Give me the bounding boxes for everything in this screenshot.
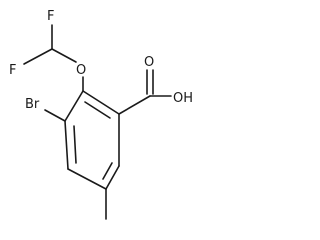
bond-cf2h-to-fluorine-left xyxy=(23,48,53,65)
ring-bond-c2-c3 xyxy=(64,90,84,122)
bond-ring-to-carboxyl xyxy=(118,95,151,115)
ring-double-bond-inner-a xyxy=(84,101,111,119)
chemical-structure-diagram: F F O Br O OH xyxy=(9,9,193,220)
ring-double-bond-inner-b xyxy=(73,125,77,164)
hydroxyl-label: OH xyxy=(173,91,193,106)
ring-bond-c3-c4 xyxy=(64,120,69,170)
carbonyl-oxygen-label: O xyxy=(144,55,154,70)
ring-bond-c5-c6 xyxy=(105,165,120,190)
bond-ether-oxygen-to-cf2h xyxy=(51,48,77,63)
ring-bond-c4-c5 xyxy=(67,168,107,190)
ring-bond-c1-c2 xyxy=(82,90,120,115)
fluorine-left-label: F xyxy=(9,63,16,78)
bond-ring-to-bromine xyxy=(44,109,66,122)
ring-double-bond-inner-c xyxy=(102,162,113,180)
ether-oxygen-label: O xyxy=(76,63,86,78)
fluorine-top-label: F xyxy=(47,9,54,24)
bromine-label: Br xyxy=(25,97,40,112)
